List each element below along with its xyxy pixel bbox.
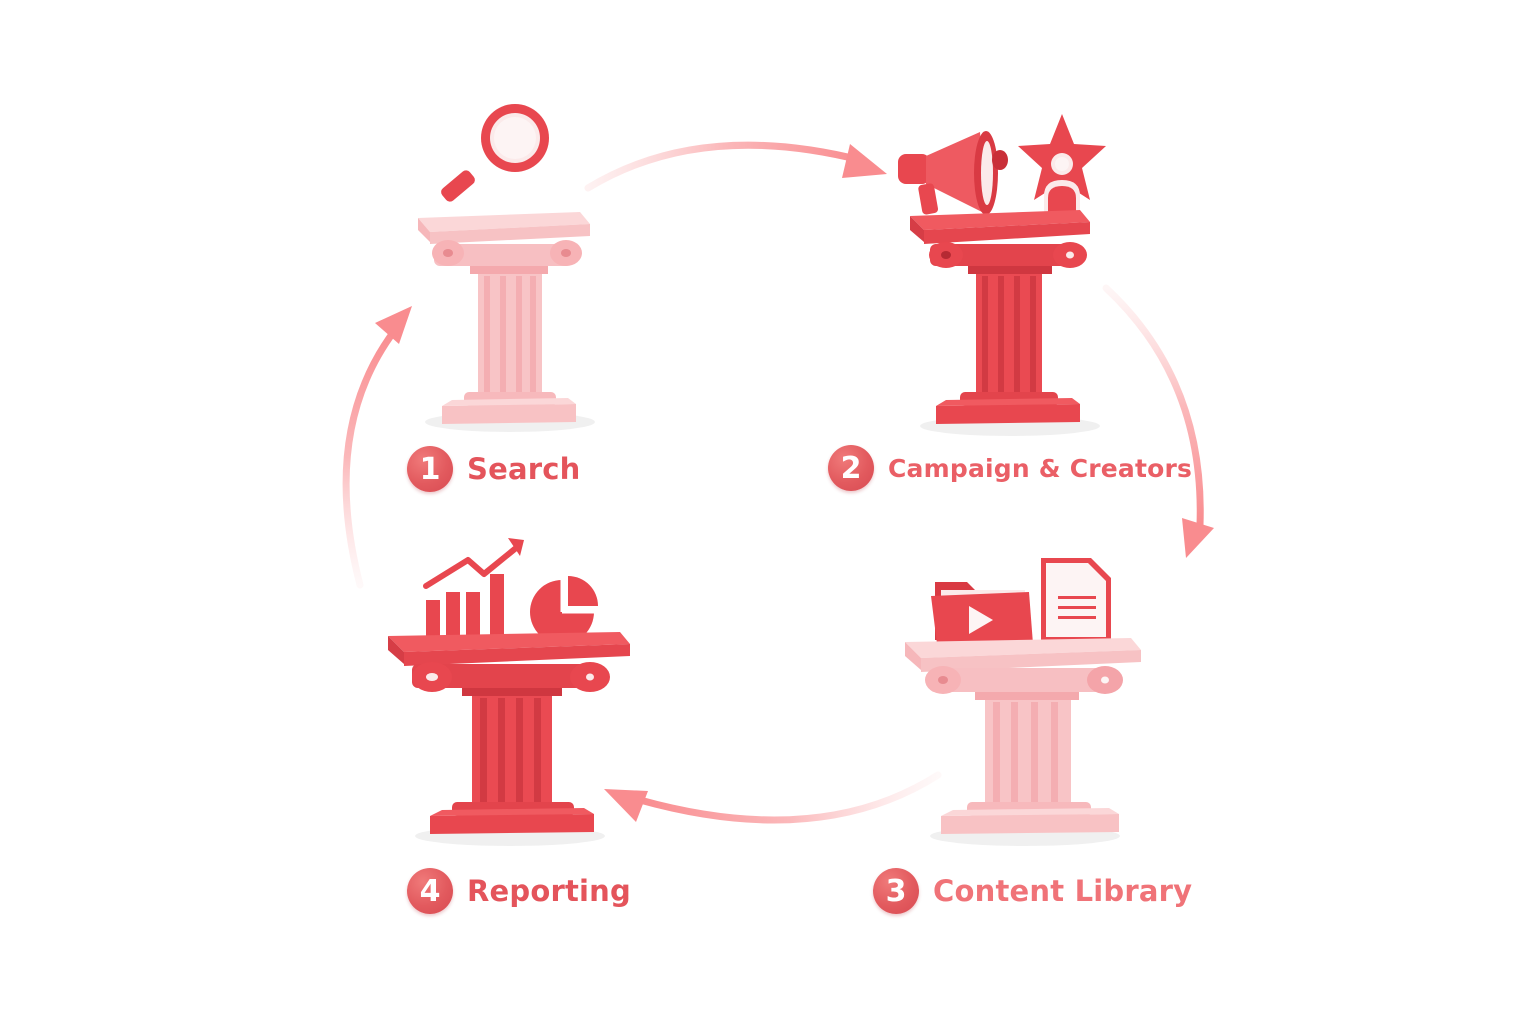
step-label-campaign-creators: 2 Campaign & Creators [828,445,1192,491]
bar-chart-trend-icon [423,538,524,642]
step-title: Reporting [467,874,631,908]
step-number-badge: 1 [407,446,453,492]
arrow-search-to-campaign [584,141,887,192]
video-folder-icon [931,582,1033,644]
step-number-badge: 3 [873,868,919,914]
step-title: Campaign & Creators [888,453,1193,483]
step-number-badge: 4 [407,868,453,914]
red-pillar [898,114,1106,436]
step-label-reporting: 4 Reporting [407,868,631,914]
step-label-search: 1 Search [407,446,580,492]
step-title: Content Library [933,874,1193,908]
pink-pillar [418,104,595,432]
red-pillar [388,538,630,846]
megaphone-icon [898,131,1008,215]
step-title: Search [467,452,581,486]
step-label-content-library: 3 Content Library [873,868,1192,914]
pink-pillar [905,558,1141,846]
pie-chart-icon [530,576,598,644]
arrow-campaign-to-content [1102,284,1214,558]
step-number-badge: 2 [828,445,874,491]
arrow-content-to-reporting [604,771,942,824]
star-creator-icon [1018,114,1106,214]
magnifying-glass-icon [441,104,549,202]
document-icon [1041,558,1111,642]
